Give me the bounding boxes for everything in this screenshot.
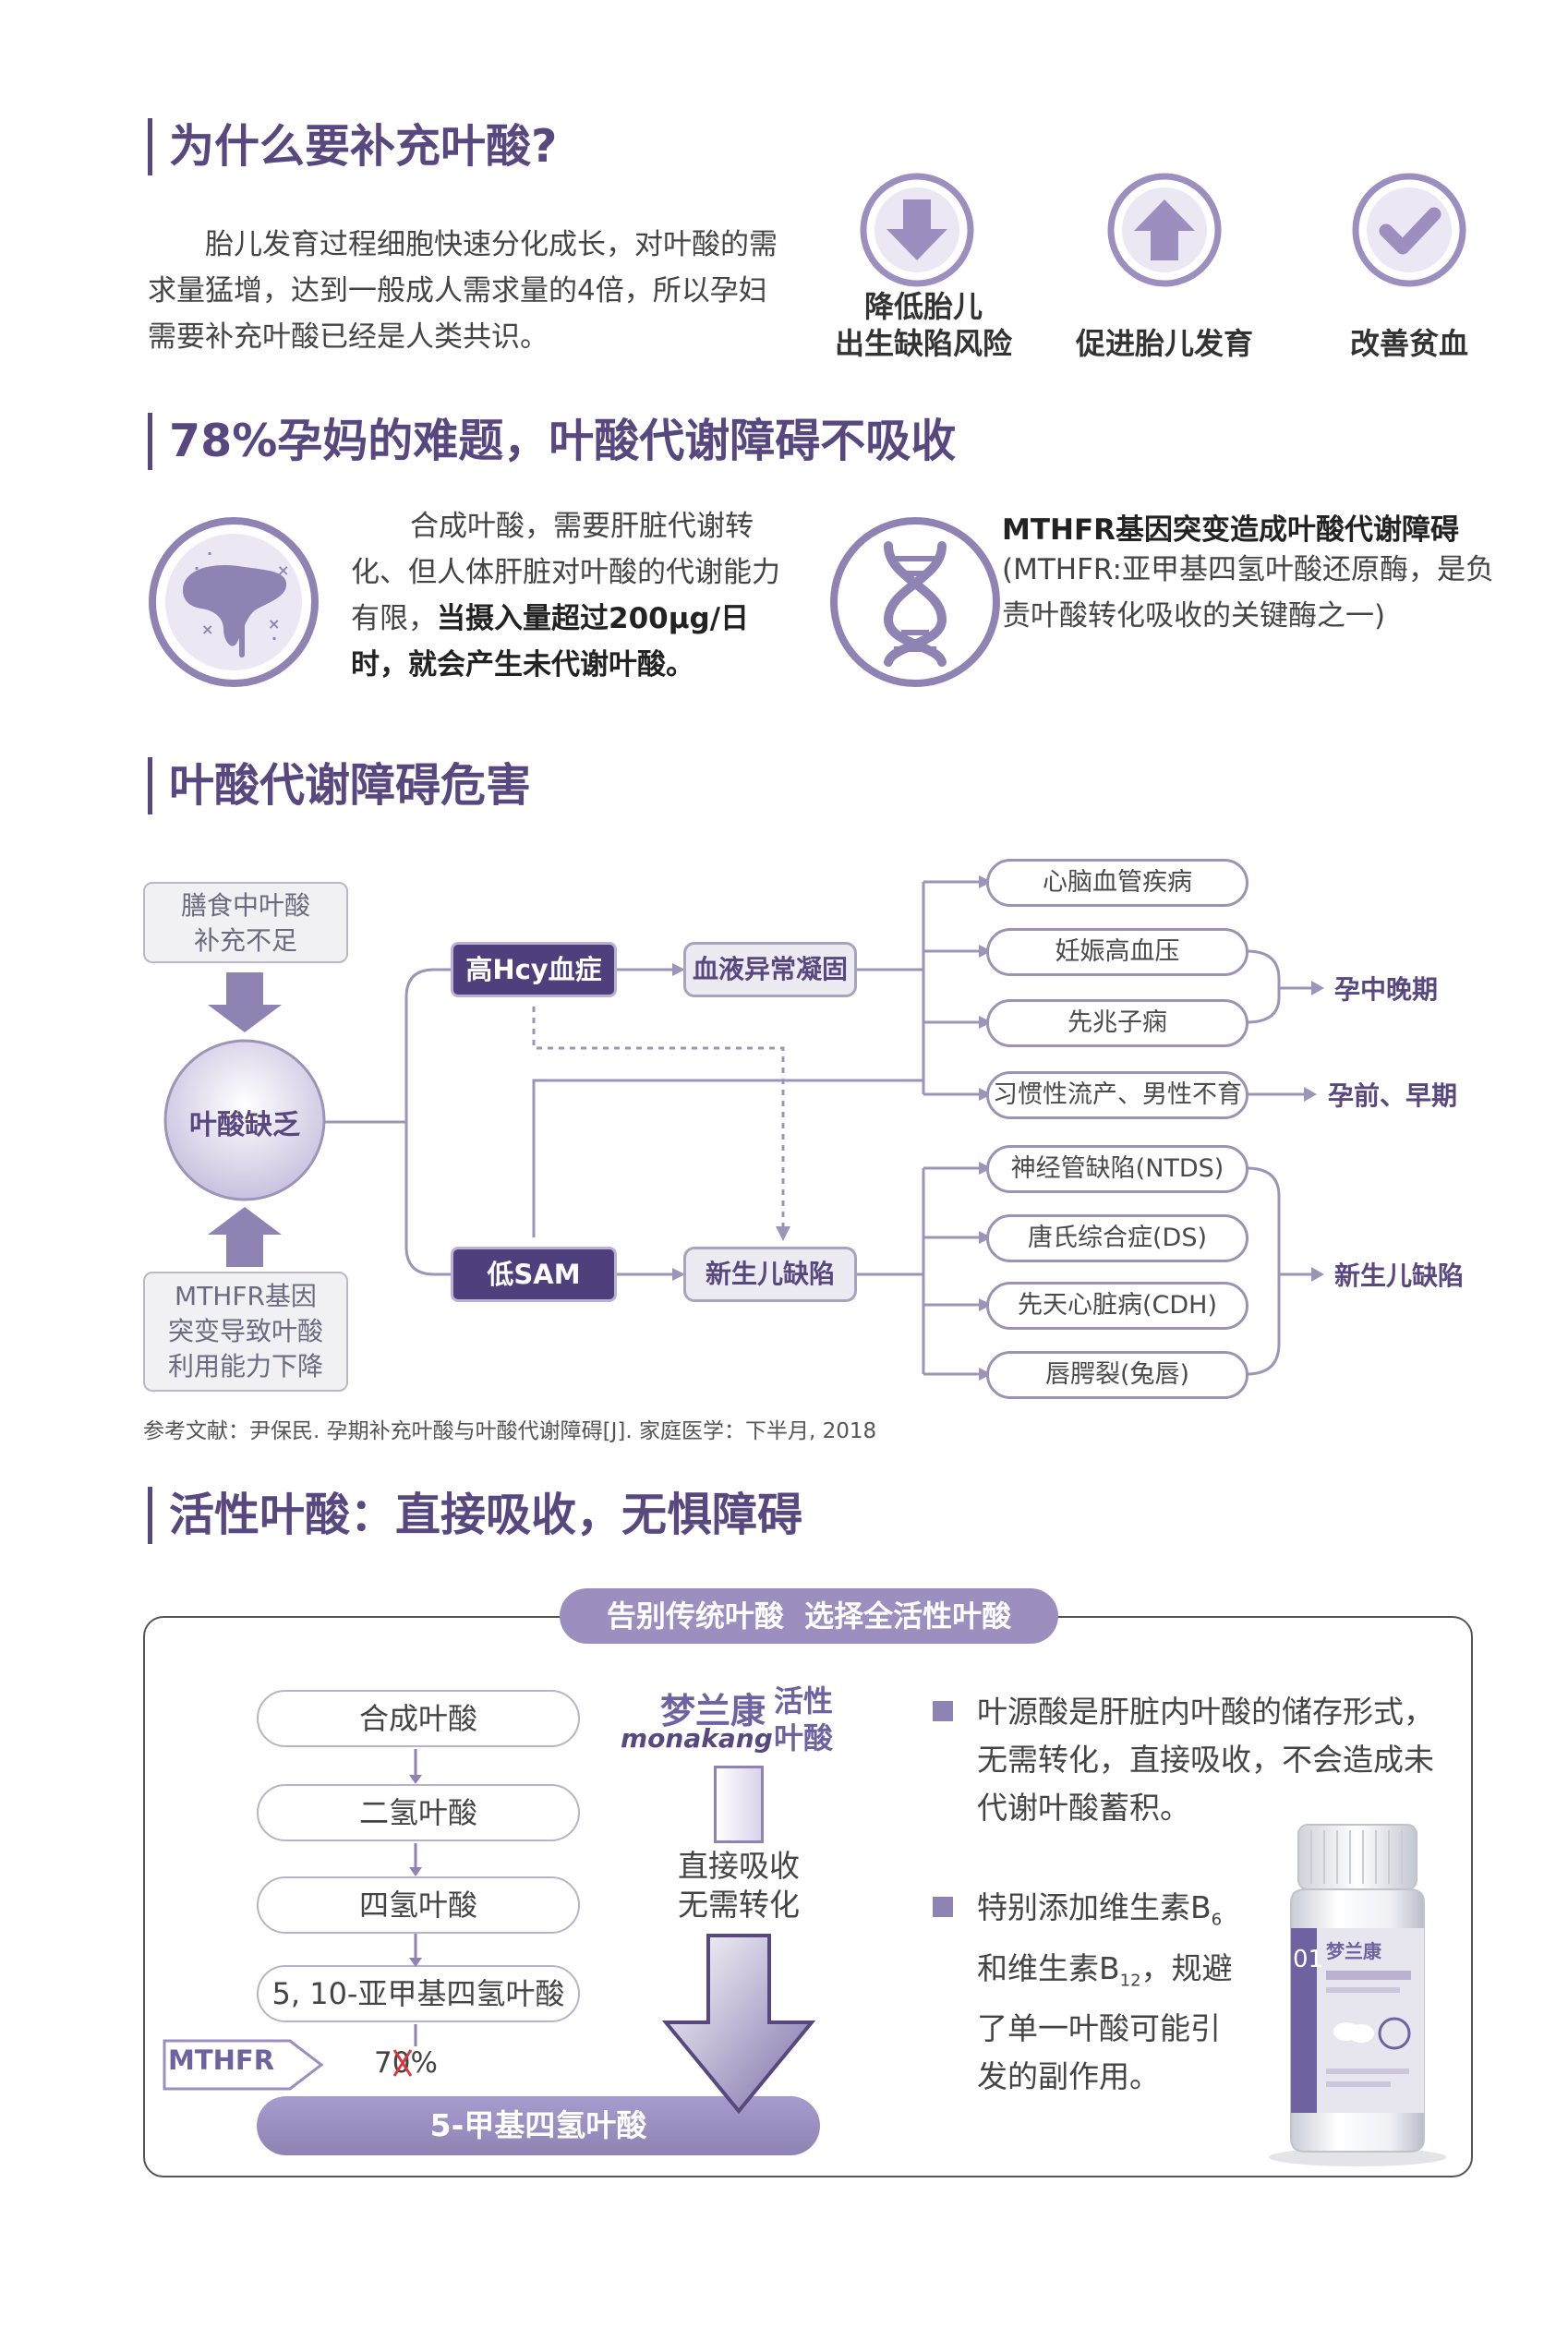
step-3: 四氢叶酸 — [257, 1876, 580, 1934]
svg-text:×: × — [277, 561, 289, 579]
direct-box — [714, 1766, 764, 1843]
svg-text:·: · — [271, 630, 277, 647]
step-arrows — [409, 1749, 422, 2046]
outcome-2: 妊娠高血压 — [986, 928, 1248, 976]
arrow-down-icon — [860, 173, 974, 287]
dna-title: MTHFR基因突变造成叶酸代谢障碍 — [1002, 513, 1459, 547]
direct-text: 直接吸收无需转化 — [678, 1848, 800, 1923]
harm-connectors — [208, 875, 1324, 1381]
source-diet: 膳食中叶酸补充不足 — [143, 882, 348, 963]
outcome-3: 先兆子痫 — [986, 999, 1248, 1047]
bullet-2-marker — [933, 1897, 953, 1917]
benefit-label-1: 降低胎儿 出生缺陷风险 — [834, 289, 1012, 361]
dna-text: (MTHFR:亚甲基四氢叶酸还原酶，是负责叶酸转化吸收的关键酶之一) — [1002, 553, 1494, 633]
big-down-arrow — [661, 1934, 816, 2115]
outcome-4: 习惯性流产、男性不育 — [986, 1071, 1248, 1119]
step-4: 5, 10-亚甲基四氢叶酸 — [257, 1965, 580, 2022]
newborn-box: 新生儿缺陷 — [683, 1247, 857, 1302]
outcome-7: 先天心脏病(CDH) — [986, 1282, 1248, 1330]
heading-harm: 叶酸代谢障碍危害 — [148, 757, 531, 814]
check-icon — [1352, 173, 1466, 287]
why-paragraph: 胎儿发育过程细胞快速分化成长，对叶酸的需求量猛增，达到一般成人需求量的4倍，所以… — [148, 228, 778, 354]
percent-label: 70% — [374, 2046, 438, 2080]
svg-text:×: × — [268, 615, 280, 633]
outcome-6: 唐氏综合症(DS) — [986, 1214, 1248, 1262]
svg-text:梦兰康: 梦兰康 — [1326, 1940, 1382, 1962]
product-bottle-image: 01 梦兰康 — [1269, 1824, 1446, 2166]
reference: 参考文献：尹保民. 孕期补充叶酸与叶酸代谢障碍[J]. 家庭医学：下半月, 20… — [143, 1419, 877, 1443]
mthfr-tag-shape — [163, 2039, 324, 2091]
source-mthfr: MTHFR基因突变导致叶酸利用能力下降 — [143, 1272, 348, 1392]
svg-text:01: 01 — [1293, 1946, 1323, 1973]
svg-text:×: × — [201, 621, 213, 638]
benefit-label-2: 促进胎儿发育 — [1075, 326, 1253, 361]
deficiency-circle — [163, 1039, 326, 1201]
bullet-1: 叶源酸是肝脏内叶酸的储存形式，无需转化，直接吸收，不会造成未代谢叶酸蓄积。 — [977, 1694, 1434, 1826]
outcome-5: 神经管缺陷(NTDS) — [986, 1145, 1248, 1193]
mthfr-tag: MTHFR — [168, 2045, 275, 2076]
heading-problem: 78%孕妈的难题，叶酸代谢障碍不吸收 — [148, 413, 956, 470]
step-2: 二氢叶酸 — [257, 1784, 580, 1841]
outcome-8: 唇腭裂(兔唇) — [986, 1351, 1248, 1399]
label-newborn: 新生儿缺陷 — [1334, 1260, 1465, 1291]
cross-icon — [392, 2049, 413, 2077]
arrow-up-icon — [1107, 173, 1222, 287]
deficiency-label: 叶酸缺乏 — [189, 1109, 300, 1141]
hcy-box: 高Hcy血症 — [451, 942, 617, 997]
final-product: 5-甲基四氢叶酸 — [257, 2096, 820, 2155]
liver-text: 合成叶酸，需要肝脏代谢转化、但人体肝脏对叶酸的代谢能力有限，当摄入量超过200μ… — [351, 510, 780, 682]
step-1: 合成叶酸 — [257, 1690, 580, 1747]
benefit-label-3: 改善贫血 — [1349, 326, 1468, 361]
bullet-1-marker — [933, 1701, 953, 1721]
label-early: 孕前、早期 — [1328, 1080, 1458, 1111]
sam-box: 低SAM — [451, 1247, 617, 1302]
blood-box: 血液异常凝固 — [683, 942, 857, 997]
svg-text:·: · — [194, 560, 199, 577]
label-mid-late: 孕中晚期 — [1334, 974, 1439, 1005]
active-banner: 告别传统叶酸 选择全活性叶酸 — [560, 1588, 1058, 1644]
outcome-1: 心脑血管疾病 — [986, 859, 1248, 907]
bullet-2: 特别添加维生素B6和维生素B12，规避了单一叶酸可能引发的副作用。 — [977, 1889, 1233, 2095]
heading-active: 活性叶酸：直接吸收，无惧障碍 — [148, 1487, 802, 1544]
svg-text:·: · — [207, 545, 212, 562]
liver-icon: × × × · · · — [149, 517, 319, 687]
brand-logo: monakang — [621, 1723, 773, 1754]
dna-icon — [830, 517, 1000, 687]
brand-name: 梦兰康 — [660, 1691, 766, 1731]
heading-why: 为什么要补充叶酸? — [148, 118, 557, 175]
brand-tag: 活性叶酸 — [774, 1683, 834, 1755]
